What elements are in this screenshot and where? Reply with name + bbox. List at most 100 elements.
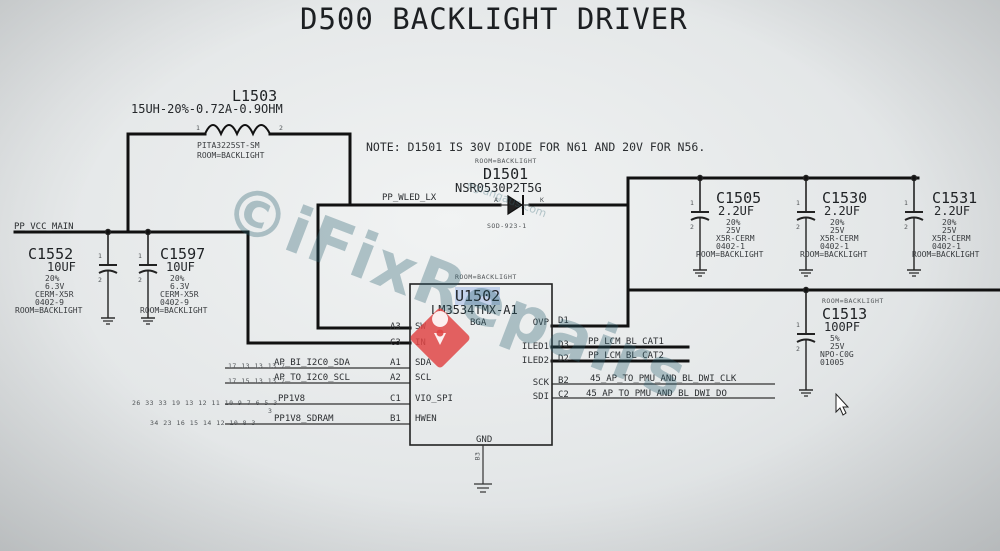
- cap-pin-number: 2: [690, 223, 695, 231]
- cap-spec: ROOM=BACKLIGHT: [912, 250, 980, 259]
- ic-pkg: BGA: [470, 318, 487, 328]
- ic-pin-number: B1: [390, 414, 401, 424]
- cap-value: 10UF: [166, 260, 195, 274]
- net-vcc-main: PP_VCC_MAIN: [14, 222, 74, 232]
- cap-plate: [904, 216, 924, 221]
- cap-spec: X5R-CERM: [716, 234, 755, 243]
- ref-pp1v8: 26 33 33 19 13 12 11 10 9 7 6 5 3: [132, 399, 278, 407]
- junction-dot: [104, 228, 112, 236]
- cap-value: 100PF: [824, 320, 861, 334]
- cap-spec: CERM-X5R: [35, 290, 74, 299]
- cap-spec: 0402-1: [932, 242, 961, 251]
- cap-pin-number: 1: [138, 252, 143, 260]
- cap-pin-number: 2: [138, 276, 143, 284]
- cap-spec: 0402-1: [716, 242, 745, 251]
- ic-gnd-label: GND: [476, 435, 493, 445]
- design-note: NOTE: D1501 IS 30V DIODE FOR N61 AND 20V…: [366, 140, 706, 154]
- cap-spec: 25V: [726, 226, 741, 235]
- diode-anode: A: [494, 196, 499, 204]
- junction-dot: [696, 174, 704, 182]
- cap-spec: 25V: [942, 226, 957, 235]
- cap-value: 10UF: [47, 260, 76, 274]
- cap-ref: C1513: [822, 305, 868, 323]
- wire-vout-rail: [626, 176, 920, 328]
- ic-pin-name: SDA: [415, 358, 432, 368]
- ic-pin-number: C2: [558, 390, 569, 400]
- ic-pin-number: A1: [390, 358, 401, 368]
- junction-dot: [802, 174, 810, 182]
- cap-pin-number: 1: [98, 252, 103, 260]
- ic-group: ROOM=BACKLIGHT: [455, 273, 517, 281]
- cap-plate: [138, 269, 158, 274]
- ic-pin-number: B2: [558, 376, 569, 386]
- net-dwi-do: 45_AP_TO_PMU_AND_BL_DWI_DO: [586, 389, 727, 399]
- ic-part: LM3534TMX-A1: [431, 303, 518, 317]
- ref-scl: 17 15 13 13 7: [228, 377, 286, 385]
- diode-part: NSR0530P2T5G: [455, 181, 542, 195]
- wire-inductor-left: [126, 132, 207, 234]
- ic-pin-name: SDI: [532, 392, 549, 402]
- net-cat1: PP_LCM_BL_CAT1: [588, 337, 664, 347]
- inductor-pin2: 2: [279, 124, 284, 132]
- cap-pin-number: 2: [904, 223, 909, 231]
- cap-pin-number: 1: [904, 199, 909, 207]
- net-dwi-clk: 45_AP_TO_PMU_AND_BL_DWI_CLK: [590, 374, 737, 384]
- ic-pin-name: HWEN: [415, 414, 437, 424]
- ic-body: [409, 283, 553, 446]
- cap-ref: C1505: [716, 189, 762, 207]
- inductor-part: PITA3225ST-SM: [197, 141, 260, 150]
- cap-ref: C1597: [160, 245, 206, 263]
- cap-spec: 20%: [942, 218, 957, 227]
- cap-pin-number: 1: [796, 321, 801, 329]
- net-i2c-scl: AP_TO_I2C0_SCL: [274, 373, 350, 383]
- cap-plate: [98, 269, 118, 274]
- ic-pin-number: D1: [558, 316, 569, 326]
- ic-pin-name: SCL: [415, 373, 432, 383]
- ic-pin-name: VIO_SPI: [415, 394, 453, 404]
- cap-value: 2.2UF: [718, 204, 755, 218]
- net-cat2: PP_LCM_BL_CAT2: [588, 351, 664, 361]
- net-pp1v8-sdram: PP1V8_SDRAM: [274, 414, 334, 424]
- cap-spec: 5%: [830, 334, 840, 343]
- ic-pin-number: A3: [390, 322, 401, 332]
- ic-pin-name: ILED2: [521, 356, 549, 366]
- inductor-value: 15UH-20%-0.72A-0.9OHM: [131, 102, 283, 116]
- net-wled-lx: PP_WLED_LX: [382, 193, 437, 203]
- ic-pin-name: OVP: [532, 318, 549, 328]
- cap-plate: [796, 338, 816, 343]
- wire-inductor-right: [268, 132, 352, 207]
- cap-spec: 0402-9: [160, 298, 189, 307]
- cap-spec: 6.3V: [170, 282, 190, 291]
- diode-ref: D1501: [483, 165, 529, 183]
- cap-value: 2.2UF: [934, 204, 971, 218]
- net-i2c-sda: AP_BI_I2C0_SDA: [274, 358, 350, 368]
- ic-pin-number: A2: [390, 373, 401, 383]
- net-pp1v8: PP1V8: [278, 394, 306, 404]
- cap-spec: 6.3V: [45, 282, 65, 291]
- cap-pin-number: 2: [98, 276, 103, 284]
- ic-pin-name: SCK: [532, 378, 549, 388]
- inductor-group: ROOM=BACKLIGHT: [197, 151, 265, 160]
- page-title: D500 BACKLIGHT DRIVER: [300, 2, 688, 36]
- cap-spec: 01005: [820, 358, 845, 367]
- junction-dot: [910, 174, 918, 182]
- cap-spec: 25V: [830, 342, 845, 351]
- cap-spec: NPO-C0G: [820, 350, 854, 359]
- cap-pin-number: 2: [796, 223, 801, 231]
- wire-vcc-main: [13, 230, 412, 345]
- ic-ref: U1502: [455, 287, 501, 305]
- cap-ref: C1552: [28, 245, 74, 263]
- cap-plate: [796, 216, 816, 221]
- ic-pin-number: D2: [558, 354, 569, 364]
- ic-pin-number: C3: [390, 338, 401, 348]
- cap-spec: 0402-9: [35, 298, 64, 307]
- wire-wled-lx: [316, 203, 412, 330]
- ic-pin-number: C1: [390, 394, 401, 404]
- cap-pin-number: 2: [796, 345, 801, 353]
- ref-sda: 17 13 13 13 7: [228, 362, 286, 370]
- cap-spec: ROOM=BACKLIGHT: [800, 250, 868, 259]
- diode-cathode: K: [540, 196, 545, 204]
